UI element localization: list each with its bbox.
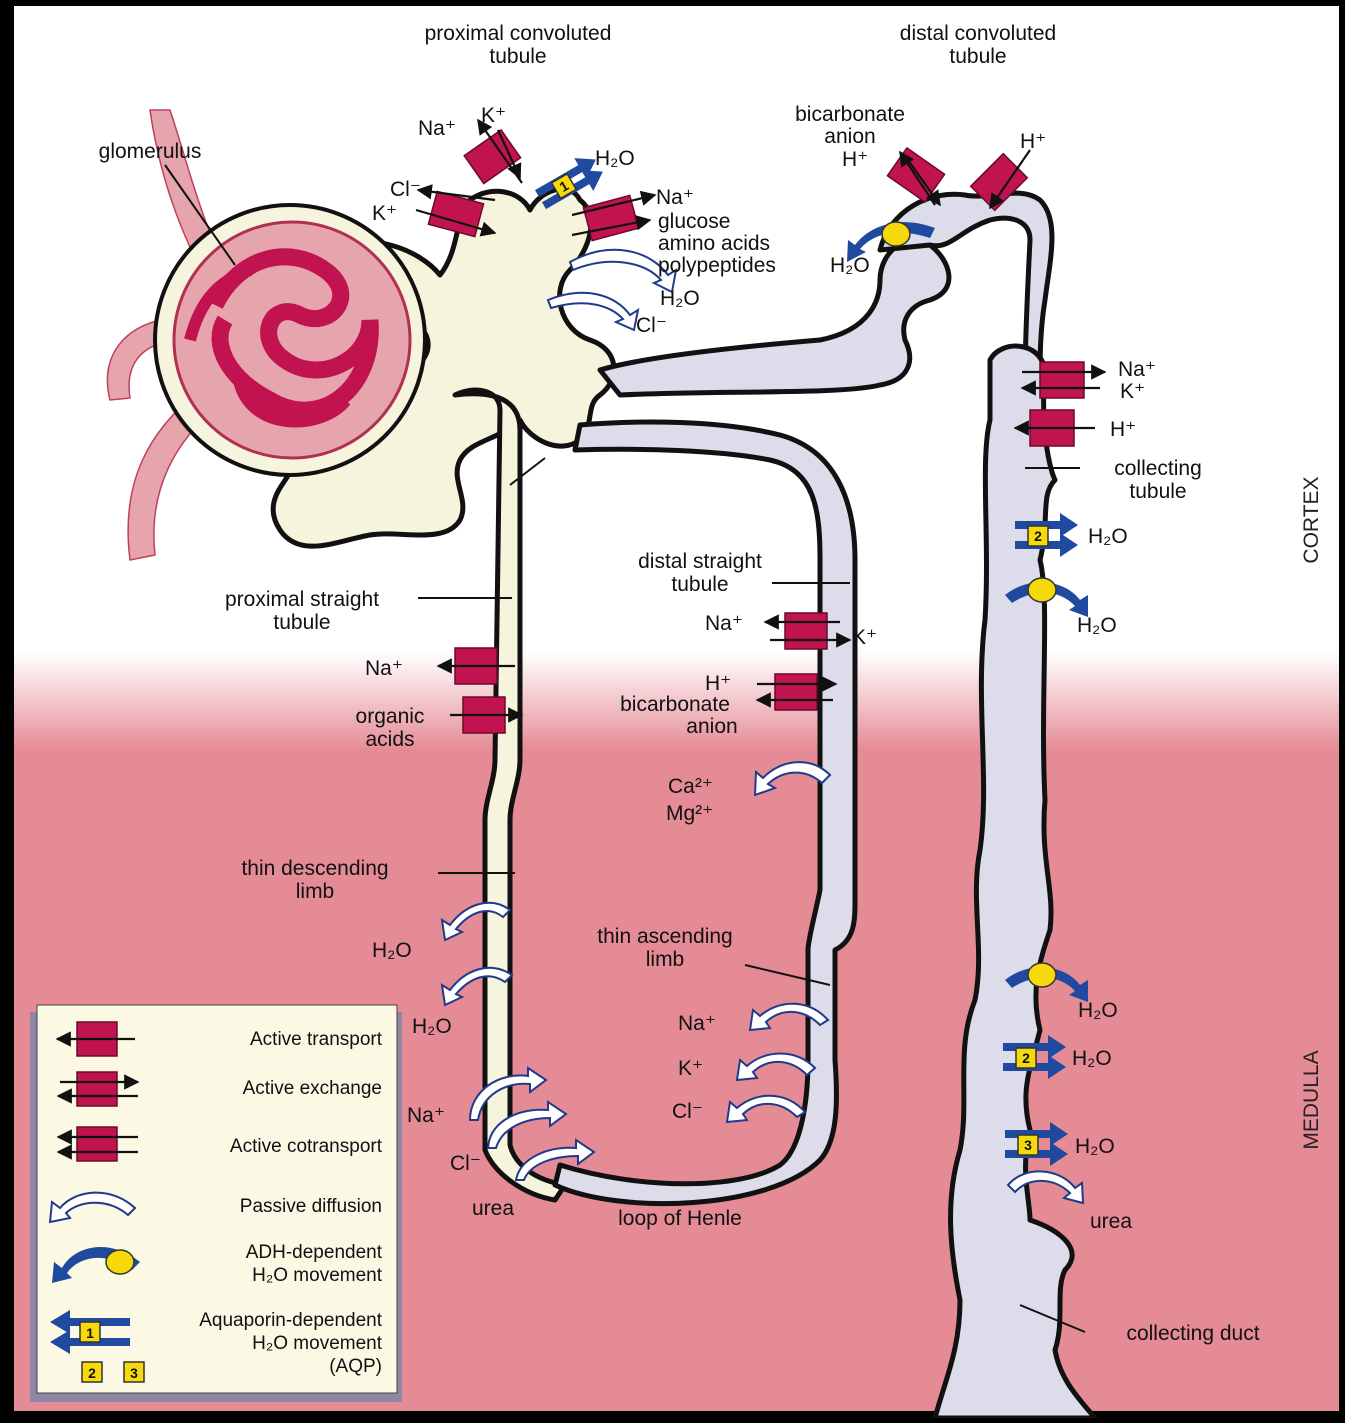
- medulla-label: MEDULLA: [1300, 1050, 1323, 1149]
- ion-h2o-ct1: H₂O: [1088, 525, 1128, 548]
- legend-aqp-label-1: Aquaporin-dependent: [199, 1310, 382, 1331]
- ion-urea-cd: urea: [1090, 1210, 1132, 1233]
- ion-k-dst: K⁺: [852, 626, 877, 649]
- legend-aqp-label-2: H₂O movement: [252, 1333, 383, 1354]
- ct-label-1: collecting: [1114, 457, 1202, 480]
- legend-adh-label-2: H₂O movement: [252, 1265, 383, 1286]
- ion-bicarb-1: bicarbonate: [795, 103, 905, 126]
- ion-bicarb-dst-2: anion: [686, 715, 737, 738]
- ion-na-ct: Na⁺: [1118, 358, 1156, 381]
- cortex-label: CORTEX: [1300, 476, 1323, 563]
- aqp-number-2a: 2: [1034, 528, 1042, 544]
- legend-aqp-1: 1: [86, 1325, 94, 1341]
- ion-h-ct: H⁺: [1110, 418, 1136, 441]
- pct-label-1: proximal convoluted: [425, 22, 612, 45]
- dct-label-2: tubule: [949, 45, 1006, 68]
- ion-na-pct2: Na⁺: [656, 186, 694, 209]
- ion-h2o-cd2: H₂O: [1072, 1047, 1112, 1070]
- ion-h-dct2: H⁺: [1020, 130, 1046, 153]
- dst-label-1: distal straight: [638, 550, 762, 573]
- legend: Active transport Active exchange Active …: [30, 1005, 402, 1402]
- aqp-number-3: 3: [1024, 1137, 1032, 1153]
- collecting-duct-label: collecting duct: [1126, 1322, 1259, 1345]
- legend-aqp-label-3: (AQP): [329, 1356, 382, 1377]
- ion-organic-2: acids: [365, 728, 414, 751]
- ion-h-dst: H⁺: [705, 672, 731, 695]
- legend-active-exchange-label: Active exchange: [243, 1078, 382, 1099]
- ion-h2o-pct: H₂O: [595, 147, 635, 170]
- dst-label-2: tubule: [671, 573, 728, 596]
- legend-passive-diffusion-label: Passive diffusion: [240, 1196, 382, 1217]
- ion-bicarb-dst-1: bicarbonate: [620, 693, 730, 716]
- tal-label-1: thin ascending: [597, 925, 732, 948]
- ion-cl-pct2: Cl⁻: [636, 314, 667, 337]
- legend-active-cotransport-label: Active cotransport: [230, 1136, 383, 1157]
- legend-aqp-3: 3: [130, 1365, 138, 1381]
- ion-h2o-cd1: H₂O: [1078, 999, 1118, 1022]
- pct-label-2: tubule: [489, 45, 546, 68]
- ion-h2o-pct2: H₂O: [660, 287, 700, 310]
- ion-h2o-cd3: H₂O: [1075, 1135, 1115, 1158]
- ion-cl-tal: Cl⁻: [672, 1100, 703, 1123]
- pst-label-2: tubule: [273, 611, 330, 634]
- aqp-number-2b: 2: [1022, 1050, 1030, 1066]
- glomerulus-label: glomerulus: [99, 140, 202, 163]
- ion-h2o-dct: H₂O: [830, 254, 870, 277]
- ion-amino: amino acids: [658, 232, 770, 255]
- ion-bicarb-2: anion: [824, 125, 875, 148]
- tdl-label-1: thin descending: [241, 857, 388, 880]
- tal-label-2: limb: [646, 948, 685, 971]
- ion-na-pst: Na⁺: [365, 657, 403, 680]
- ion-ca: Ca²⁺: [668, 775, 713, 798]
- ion-na-tal: Na⁺: [678, 1012, 716, 1035]
- ion-organic-1: organic: [356, 705, 425, 728]
- ion-poly: polypeptides: [658, 254, 776, 277]
- ion-na-tdl: Na⁺: [407, 1104, 445, 1127]
- ion-k-pct: K⁺: [481, 104, 506, 127]
- ion-cl-pct: Cl⁻: [390, 178, 421, 201]
- ion-k-tal: K⁺: [678, 1057, 703, 1080]
- ion-h2o-ct2: H₂O: [1077, 614, 1117, 637]
- ion-h-dct: H⁺: [842, 148, 868, 171]
- legend-active-transport-label: Active transport: [250, 1029, 383, 1050]
- loop-of-henle-label: loop of Henle: [618, 1207, 742, 1230]
- ion-glucose: glucose: [658, 210, 730, 233]
- legend-aqp-2: 2: [88, 1365, 96, 1381]
- ion-mg: Mg²⁺: [666, 802, 713, 825]
- ion-k-ct: K⁺: [1120, 380, 1145, 403]
- ion-h2o-tdl1: H₂O: [372, 939, 412, 962]
- glomerulus-capsule: [155, 205, 425, 475]
- ion-na-dst: Na⁺: [705, 612, 743, 635]
- ion-k-pct2: K⁺: [372, 202, 397, 225]
- pst-label-1: proximal straight: [225, 588, 379, 611]
- legend-adh-label-1: ADH-dependent: [246, 1242, 383, 1263]
- ion-cl-tdl: Cl⁻: [450, 1152, 481, 1175]
- ion-na-pct: Na⁺: [418, 117, 456, 140]
- ion-h2o-tdl2: H₂O: [412, 1015, 452, 1038]
- ion-urea-tdl: urea: [472, 1197, 514, 1220]
- ct-label-2: tubule: [1129, 480, 1186, 503]
- tdl-label-2: limb: [296, 880, 335, 903]
- dct-label-1: distal convoluted: [900, 22, 1056, 45]
